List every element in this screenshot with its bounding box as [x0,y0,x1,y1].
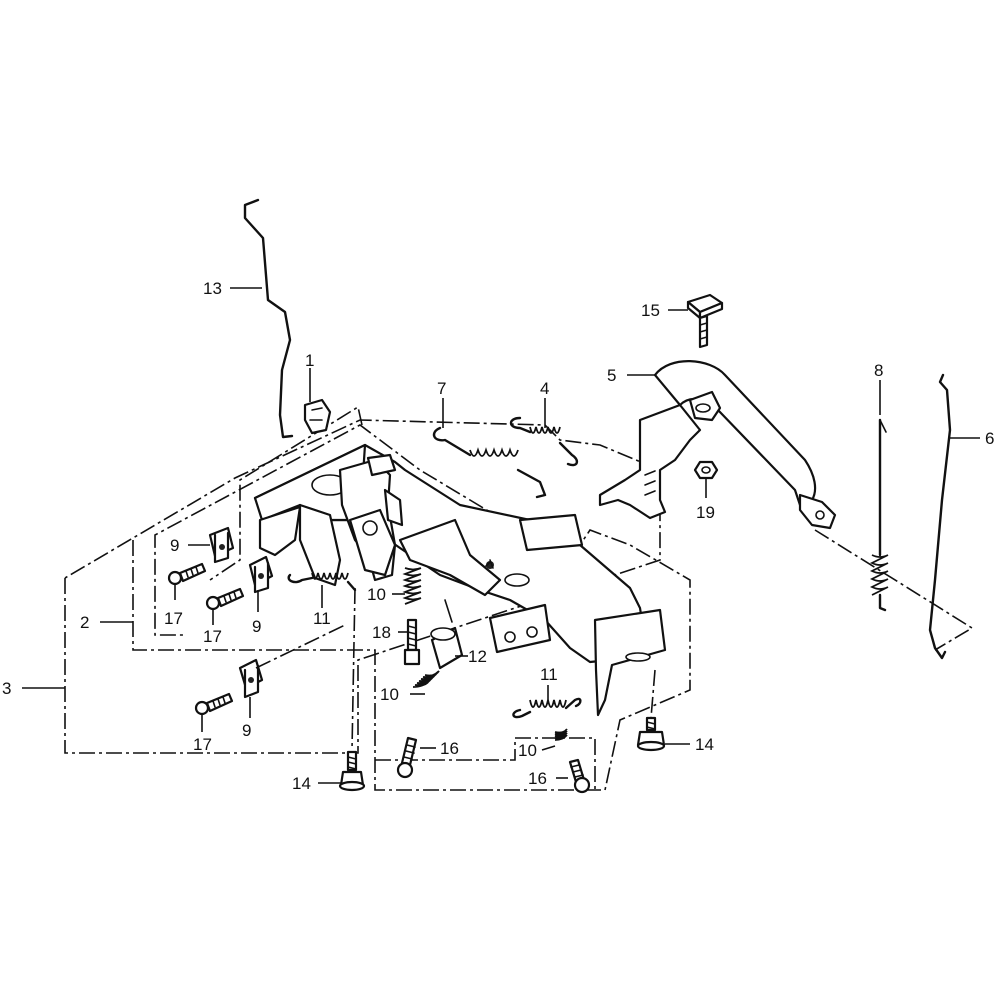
assembly-outline-2 [132,424,691,791]
callout-19: 19 [696,503,715,522]
governor-lever [338,453,404,582]
callout-9-upper: 9 [170,536,179,555]
lever-knob [686,293,724,349]
rod-clip [303,398,332,435]
callout-9-lower: 9 [242,721,251,740]
callout-15: 15 [641,301,660,320]
callout-14-left: 14 [292,774,311,793]
callout-18: 18 [372,623,391,642]
long-spring [432,426,547,499]
assembly-outline-inner [209,405,363,581]
link-rod [928,373,952,660]
cable-clamp-lower [238,658,264,699]
spring-10-middle [412,670,440,688]
assembly-outline-lower [375,737,596,790]
callout-4: 4 [540,379,549,398]
callout-17-b: 17 [203,627,222,646]
callout-16-upper: 16 [440,739,459,758]
spring-11-left [287,572,357,592]
control-base-plate [253,443,667,717]
bolt-18 [403,618,421,666]
screw-17-a [167,562,207,586]
throttle-rod [243,198,294,439]
spring-10-upper [402,567,422,605]
screw-16-b [568,758,591,794]
callout-11-right: 11 [540,665,558,684]
screw-17-b [205,587,245,611]
callout-12: 12 [468,647,487,666]
callout-9-middle: 9 [252,617,261,636]
cable-clamp-middle [248,555,274,594]
callout-10-middle: 10 [380,685,399,704]
callout-8: 8 [874,361,883,380]
callout-5: 5 [607,366,616,385]
cable-spring [869,418,889,612]
callout-3: 3 [2,679,11,698]
spring-11-right [512,697,582,719]
screw-17-c [194,692,234,716]
flange-bolt-14-left [338,750,366,792]
flange-bolt-14-right [636,716,666,752]
callout-7: 7 [437,379,446,398]
callout-10-upper: 10 [367,585,386,604]
callout-17-a: 17 [164,609,183,628]
callout-13: 13 [203,279,222,298]
collar-12 [430,599,464,670]
callout-16-lower: 16 [528,769,547,788]
lever-nut [693,460,719,480]
cable-clamp-upper [208,526,235,564]
assembly-outline-right [814,529,974,651]
callout-14-right: 14 [695,735,714,754]
callout-1: 1 [305,351,314,370]
callout-2: 2 [80,613,89,632]
callout-17-c: 17 [193,735,212,754]
short-spring [509,416,579,467]
control-lever [598,360,837,530]
assembly-outline-3 [64,419,661,754]
callout-6: 6 [985,429,994,448]
callout-11-left: 11 [313,609,331,628]
spring-10-lower [554,728,568,741]
callout-10-lower: 10 [518,741,537,760]
screw-16-a [396,736,418,779]
leader-lines [22,287,980,784]
